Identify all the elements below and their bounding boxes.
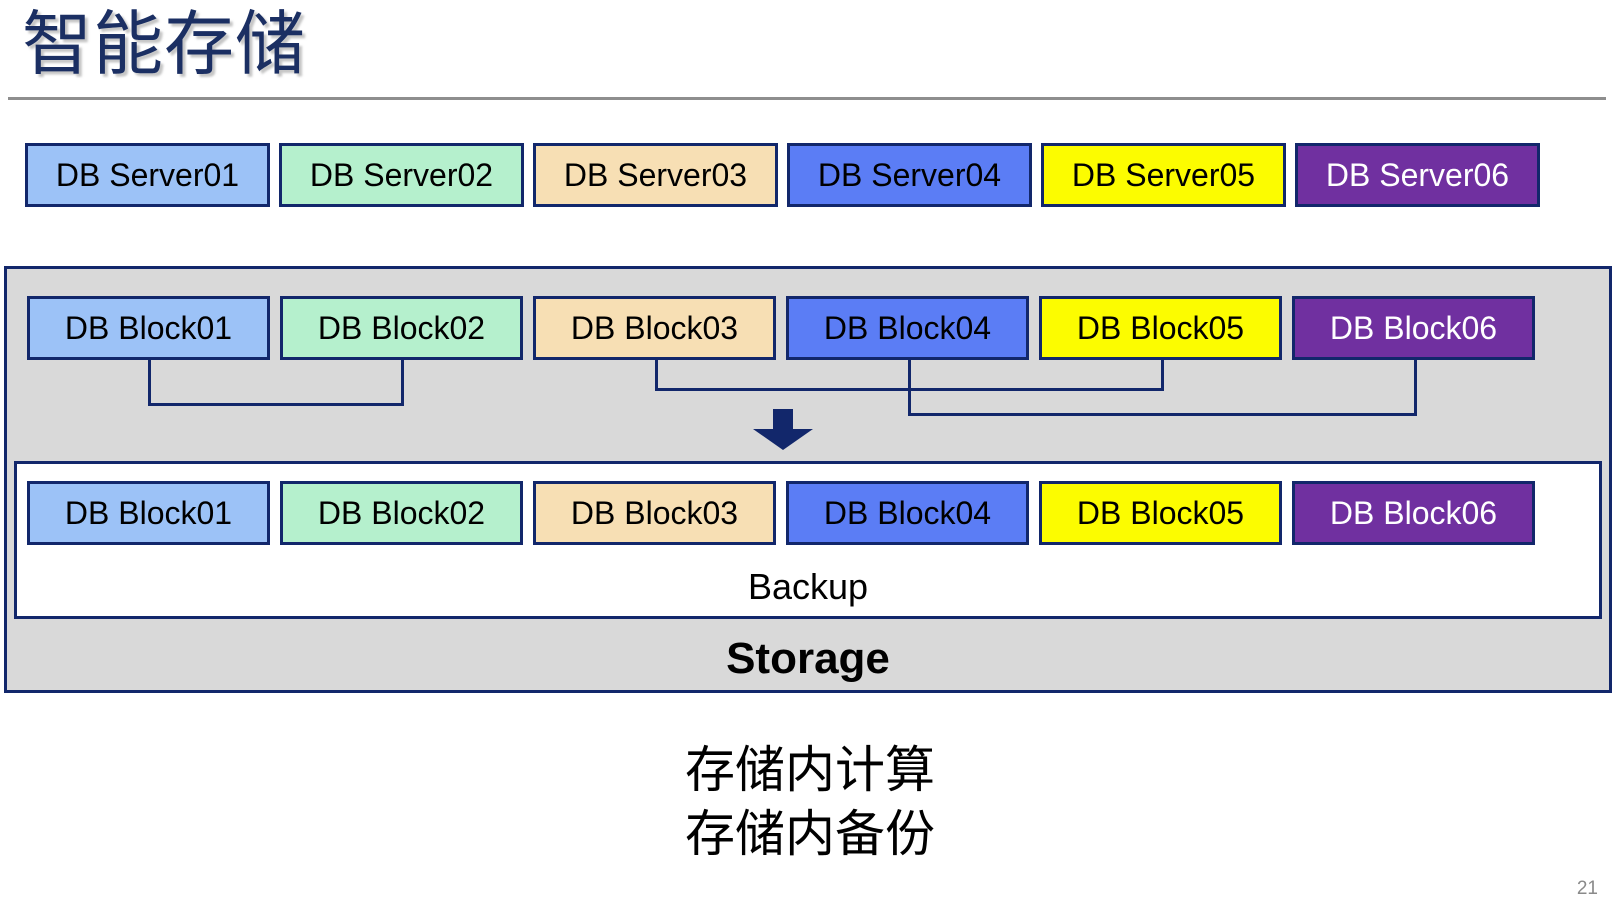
bracket-block01-block02-right-stem — [401, 360, 404, 403]
caption-line-2: 存储内备份 — [685, 806, 935, 862]
storage-label: Storage — [726, 634, 890, 683]
db-block-box-bottom-label: DB Block01 — [64, 495, 233, 531]
bracket-block04-block06-crossbar — [908, 413, 1417, 416]
title-divider — [8, 97, 1606, 100]
db-server-box-3[interactable]: DB Server03 — [533, 143, 778, 207]
db-block-box-bottom-6[interactable]: DB Block06 — [1292, 481, 1535, 545]
db-block-box-bottom-4[interactable]: DB Block04 — [786, 481, 1029, 545]
db-block-box-top-label: DB Block01 — [64, 310, 233, 346]
page-number: 21 — [1576, 878, 1598, 899]
bracket-block04-block06-right-stem — [1414, 360, 1417, 413]
db-server-box-label: DB Server02 — [309, 157, 494, 193]
db-block-box-top-2[interactable]: DB Block02 — [280, 296, 523, 360]
db-server-box-4[interactable]: DB Server04 — [787, 143, 1032, 207]
db-server-box-label: DB Server05 — [1071, 157, 1256, 193]
db-block-box-bottom-label: DB Block03 — [570, 495, 739, 531]
bracket-block04-block06-left-stem — [908, 360, 911, 413]
bracket-block01-block02-crossbar — [148, 403, 404, 406]
db-block-box-top-6[interactable]: DB Block06 — [1292, 296, 1535, 360]
page-title: 智能存储 — [22, 5, 306, 83]
db-server-box-label: DB Server06 — [1325, 157, 1510, 193]
db-block-box-bottom-label: DB Block06 — [1329, 495, 1498, 531]
db-block-box-bottom-3[interactable]: DB Block03 — [533, 481, 776, 545]
db-block-box-bottom-label: DB Block05 — [1076, 495, 1245, 531]
caption-line-1: 存储内计算 — [685, 742, 935, 798]
db-server-box-1[interactable]: DB Server01 — [25, 143, 270, 207]
db-block-box-top-label: DB Block04 — [823, 310, 992, 346]
db-block-box-bottom-2[interactable]: DB Block02 — [280, 481, 523, 545]
db-server-box-label: DB Server01 — [55, 157, 240, 193]
db-server-box-label: DB Server04 — [817, 157, 1002, 193]
db-block-box-top-4[interactable]: DB Block04 — [786, 296, 1029, 360]
db-block-box-bottom-label: DB Block02 — [317, 495, 486, 531]
db-block-box-bottom-1[interactable]: DB Block01 — [27, 481, 270, 545]
db-block-box-bottom-5[interactable]: DB Block05 — [1039, 481, 1282, 545]
db-server-box-6[interactable]: DB Server06 — [1295, 143, 1540, 207]
down-arrow-icon — [752, 409, 814, 451]
bracket-block01-block02-left-stem — [148, 360, 151, 403]
db-block-box-top-label: DB Block02 — [317, 310, 486, 346]
db-block-box-top-label: DB Block06 — [1329, 310, 1498, 346]
db-block-box-bottom-label: DB Block04 — [823, 495, 992, 531]
db-block-box-top-1[interactable]: DB Block01 — [27, 296, 270, 360]
bracket-block03-block05-left-stem — [655, 360, 658, 388]
db-block-box-top-5[interactable]: DB Block05 — [1039, 296, 1282, 360]
db-server-box-5[interactable]: DB Server05 — [1041, 143, 1286, 207]
caption-block: 存储内计算存储内备份 — [0, 738, 1620, 866]
db-block-box-top-label: DB Block05 — [1076, 310, 1245, 346]
db-block-box-top-3[interactable]: DB Block03 — [533, 296, 776, 360]
backup-label: Backup — [747, 566, 869, 607]
bracket-block03-block05-right-stem — [1161, 360, 1164, 388]
db-server-box-2[interactable]: DB Server02 — [279, 143, 524, 207]
db-server-box-label: DB Server03 — [563, 157, 748, 193]
db-block-box-top-label: DB Block03 — [570, 310, 739, 346]
